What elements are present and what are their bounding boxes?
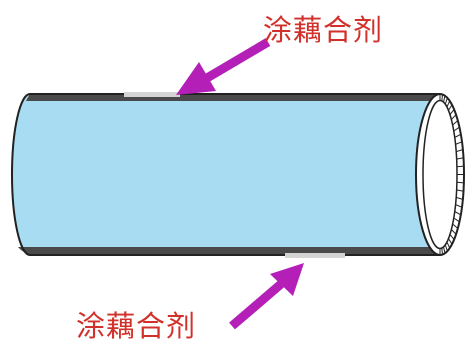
hatch-line bbox=[451, 229, 457, 235]
arrow-top bbox=[176, 38, 271, 95]
pipe-end-inner bbox=[422, 99, 458, 250]
hatch-line bbox=[454, 133, 462, 138]
hatch-line bbox=[455, 141, 463, 145]
hatch-line bbox=[443, 246, 446, 254]
coating-patch-top bbox=[124, 92, 180, 97]
coupling-agent-label-top: 涂藕合剂 bbox=[263, 13, 384, 47]
hatch-line bbox=[449, 234, 455, 240]
hatch-line bbox=[453, 217, 460, 223]
hatch-line bbox=[446, 100, 451, 108]
hatch-line bbox=[443, 95, 446, 103]
pipe bbox=[11, 92, 465, 258]
pipe-end-hatching bbox=[439, 94, 464, 255]
hatch-line bbox=[451, 114, 457, 120]
pipe-top-band bbox=[26, 94, 440, 101]
hatch-line bbox=[456, 189, 464, 192]
pipe-body bbox=[11, 94, 440, 255]
hatch-line bbox=[441, 248, 443, 255]
hatch-line bbox=[456, 196, 463, 200]
hatch-line bbox=[448, 104, 453, 111]
hatch-line bbox=[456, 181, 464, 184]
hatch-line bbox=[452, 120, 459, 126]
coupling-agent-label-bottom: 涂藕合剂 bbox=[76, 309, 197, 343]
hatch-line bbox=[454, 211, 462, 216]
hatch-line bbox=[449, 109, 455, 115]
hatch-line bbox=[456, 157, 464, 160]
hatch-line bbox=[446, 241, 451, 249]
hatch-line bbox=[444, 244, 448, 252]
hatch-line bbox=[456, 165, 464, 168]
hatch-line bbox=[448, 238, 453, 245]
hatch-line bbox=[456, 149, 463, 153]
hatch-line bbox=[455, 204, 463, 208]
hatch-line bbox=[452, 223, 459, 229]
hatch-line bbox=[441, 94, 443, 101]
pipe-bottom-band bbox=[18, 247, 440, 255]
pipe-outline bbox=[11, 93, 440, 256]
hatch-line bbox=[444, 97, 448, 105]
hatch-line bbox=[453, 126, 460, 132]
arrow-bottom bbox=[229, 263, 304, 330]
coating-patch-bottom bbox=[285, 253, 345, 258]
